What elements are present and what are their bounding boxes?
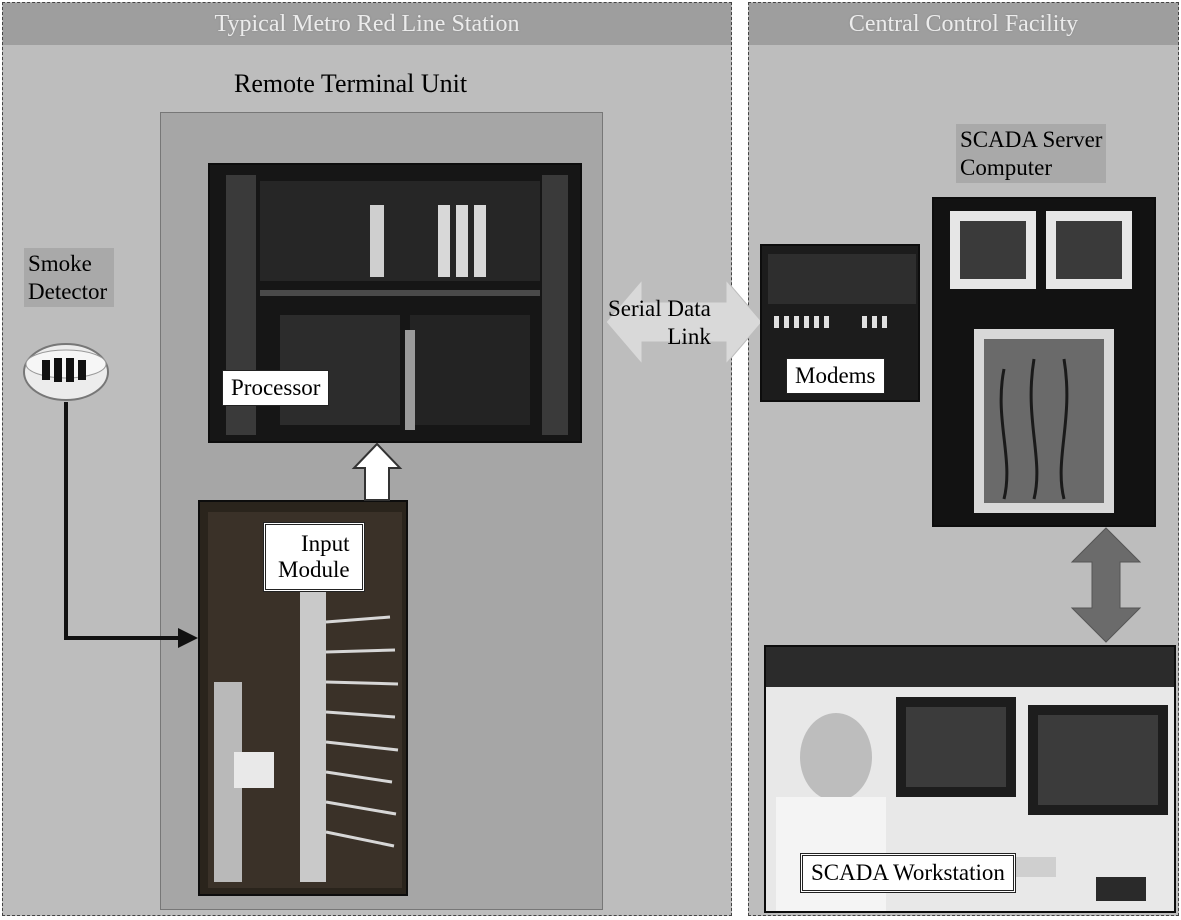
- scada-server-image: [934, 199, 1154, 525]
- station-panel-title: Typical Metro Red Line Station: [3, 3, 731, 45]
- smoke-detector-label: Smoke Detector: [24, 248, 114, 308]
- modems-label: Modems: [786, 358, 885, 394]
- input-module-label-line2: Module: [278, 557, 350, 582]
- input-module-label: Input Module: [263, 522, 365, 592]
- rtu-title: Remote Terminal Unit: [234, 69, 468, 98]
- scada-server-label: SCADA Server Computer: [956, 124, 1107, 184]
- smoke-detector-label-line2: Detector: [28, 278, 108, 304]
- scada-server-label-line2: Computer: [960, 154, 1052, 180]
- input-module-label-line1: Input: [301, 531, 350, 556]
- scada-server-label-line1: SCADA Server: [960, 127, 1103, 152]
- serial-data-link-label: Serial Data Link: [608, 295, 711, 350]
- scada-workstation-label: SCADA Workstation: [800, 853, 1016, 893]
- processor-label: Processor: [222, 370, 330, 406]
- control-facility-panel-title: Central Control Facility: [749, 3, 1178, 45]
- scada-server-photo: [932, 197, 1156, 527]
- serial-data-link-line1: Serial Data: [608, 296, 711, 321]
- serial-data-link-line2: Link: [667, 323, 711, 349]
- smoke-detector-label-line1: Smoke: [28, 251, 92, 276]
